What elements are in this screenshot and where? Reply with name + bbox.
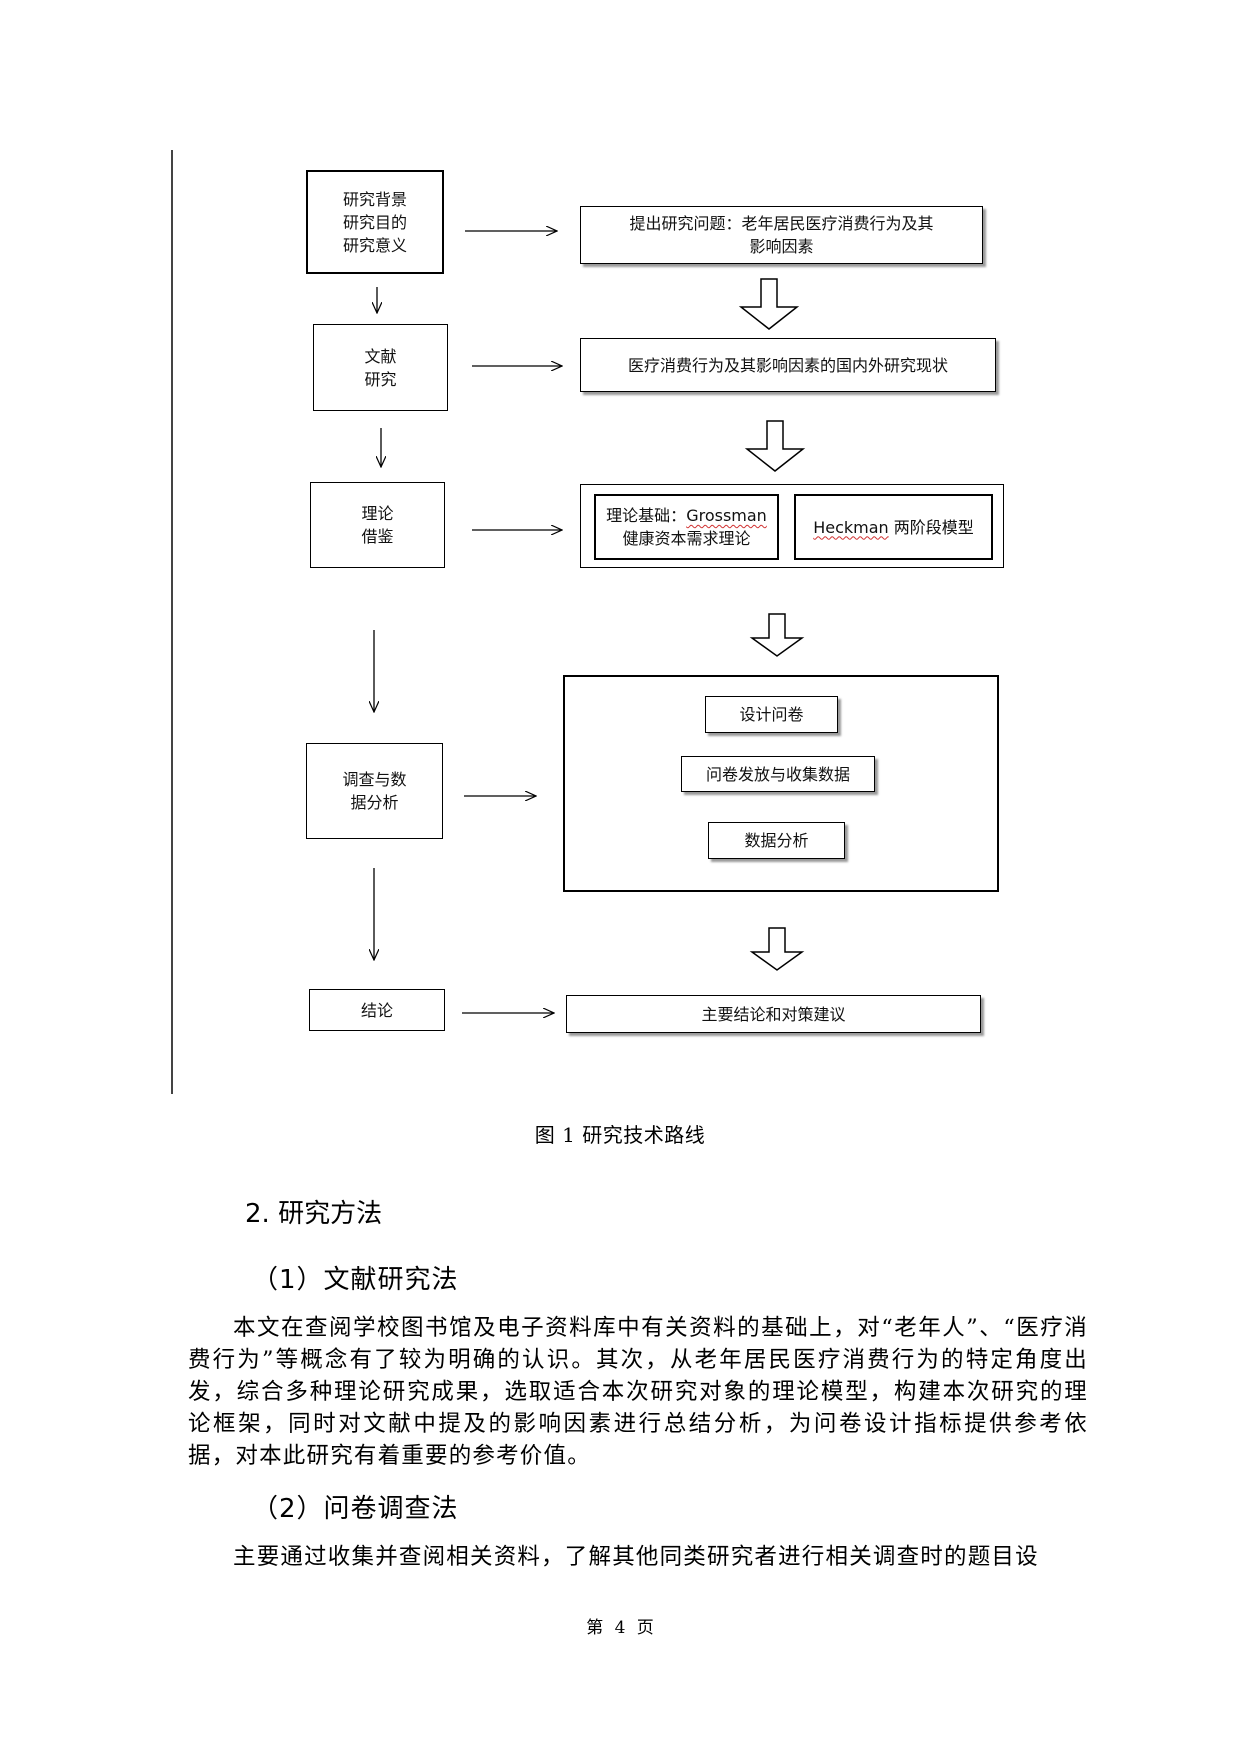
box-literature-research: 文献 研究	[313, 324, 448, 411]
box-step-data-analysis: 数据分析	[708, 822, 845, 859]
box-main-conclusions: 主要结论和对策建议	[566, 995, 981, 1033]
step-label-3: 数据分析	[744, 831, 809, 850]
box-heckman-model: Heckman 两阶段模型	[794, 494, 993, 560]
figure-caption: 图 1 研究技术路线	[534, 1123, 706, 1147]
heckman-rest: 两阶段模型	[888, 517, 974, 537]
subsection-heading-1: （1）文献研究法	[252, 1265, 459, 1295]
block-arrow-3	[749, 613, 805, 657]
paragraph-literature-method: 本文在查阅学校图书馆及电子资料库中有关资料的基础上，对“老年人”、“医疗消费行为…	[188, 1315, 1088, 1469]
box-survey-analysis: 调查与数 据分析	[306, 743, 443, 839]
box-grossman-theory: 理论基础：Grossman 健康资本需求理论	[594, 494, 779, 560]
subsection-heading-2: （2）问卷调查法	[252, 1494, 459, 1524]
box-theory-reference-label: 理论 借鉴	[361, 504, 394, 546]
box-step-design-questionnaire: 设计问卷	[705, 696, 838, 733]
margin-rule	[171, 150, 173, 1094]
step-label-1: 设计问卷	[739, 705, 804, 724]
step-label-2: 问卷发放与收集数据	[705, 764, 850, 784]
box-research-status: 医疗消费行为及其影响因素的国内外研究现状	[580, 338, 996, 392]
paragraph-questionnaire-method: 主要通过收集并查阅相关资料，了解其他同类研究者进行相关调查时的题目设	[233, 1544, 1039, 1570]
grossman-rest: 健康资本需求理论	[622, 529, 751, 548]
box-grossman-theory-label: 理论基础：Grossman 健康资本需求理论	[606, 504, 767, 550]
grossman-prefix: 理论基础：	[606, 506, 687, 525]
page-number: 第 4 页	[586, 1618, 654, 1638]
box-survey-analysis-label: 调查与数 据分析	[342, 770, 407, 812]
heckman-word: Heckman	[813, 517, 889, 537]
box-research-status-label: 医疗消费行为及其影响因素的国内外研究现状	[627, 355, 948, 375]
box-conclusion: 结论	[309, 989, 445, 1031]
grossman-word: Grossman	[686, 506, 767, 525]
box-heckman-model-label: Heckman 两阶段模型	[813, 516, 974, 539]
box-research-background: 研究背景 研究目的 研究意义	[306, 170, 444, 274]
section-heading: 2. 研究方法	[245, 1199, 383, 1229]
box-step-distribute-collect: 问卷发放与收集数据	[681, 756, 875, 792]
box-conclusion-label: 结论	[360, 1000, 393, 1020]
box-main-conclusions-label: 主要结论和对策建议	[701, 1004, 846, 1024]
box-research-question: 提出研究问题：老年居民医疗消费行为及其 影响因素	[580, 206, 983, 264]
box-theory-reference: 理论 借鉴	[310, 482, 445, 568]
block-arrow-4	[749, 927, 805, 971]
box-research-background-label: 研究背景 研究目的 研究意义	[342, 189, 407, 255]
box-research-question-label: 提出研究问题：老年居民医疗消费行为及其 影响因素	[629, 214, 934, 256]
block-arrow-1	[738, 278, 800, 330]
box-literature-research-label: 文献 研究	[364, 346, 397, 389]
block-arrow-2	[744, 420, 806, 472]
